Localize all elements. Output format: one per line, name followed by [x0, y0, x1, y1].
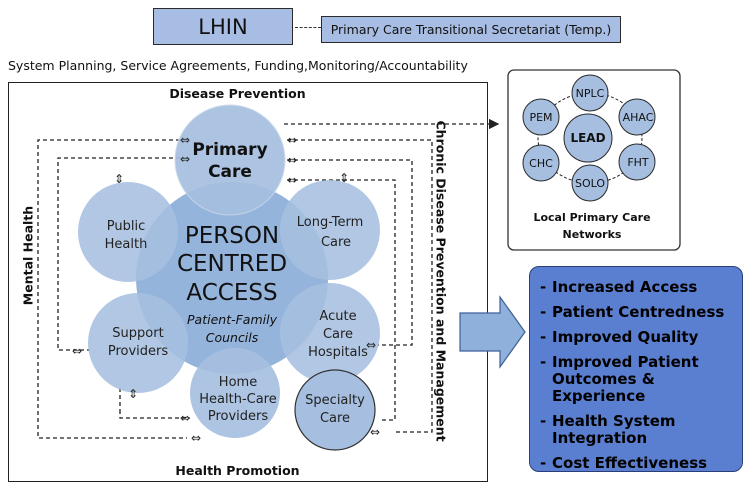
horizontal-arrow-icon: ⇔ — [72, 344, 82, 358]
primary-care-circle — [174, 104, 286, 216]
primary-care-label-1: Primary — [192, 140, 267, 160]
dashed-connectors — [37, 118, 500, 439]
acute-care-label-1: Acute — [319, 309, 356, 324]
acute-care-circle — [280, 283, 380, 383]
center-title-3: ACCESS — [186, 280, 277, 306]
center-subtitle-2: Councils — [206, 330, 259, 345]
vertical-arrow-icon: ⇕ — [128, 387, 138, 401]
horizontal-arrow-icon: ⇔ — [180, 133, 190, 147]
lead-circle — [563, 113, 613, 163]
center-title-1: PERSON — [185, 223, 279, 249]
outcomes-arrow-icon — [459, 295, 526, 369]
horizontal-arrow-icon: ⇔ — [287, 133, 297, 147]
fht-label: FHT — [627, 156, 649, 169]
center-title-2: CENTRED — [177, 251, 287, 277]
system-planning-line: System Planning, Service Agreements, Fun… — [8, 58, 468, 73]
health-promotion-label: Health Promotion — [175, 463, 300, 478]
primary-care-label-2: Care — [208, 162, 252, 182]
home-health-circle — [190, 348, 280, 438]
arrow-glyphs: ⇔ ⇔ ⇔ ⇔ ⇔ ⇔ ⇔ ⇔ ⇔ ⇔ ⇕ ⇕ ⇕ — [72, 133, 380, 445]
horizontal-arrow-icon: ⇔ — [366, 338, 376, 352]
outcome-item: Increased Access — [540, 279, 738, 297]
support-providers-circle — [88, 293, 188, 393]
center-subtitle-1: Patient-Family — [187, 312, 278, 327]
outcome-item: Health System Integration — [540, 413, 738, 447]
horizontal-arrow-icon: ⇔ — [180, 152, 190, 166]
horizontal-arrow-icon: ⇔ — [287, 153, 297, 167]
specialty-care-label-1: Specialty — [305, 393, 365, 408]
home-health-label-1: Home — [219, 375, 257, 390]
chc-label: CHC — [529, 157, 553, 170]
home-health-label-3: Providers — [208, 409, 269, 424]
lhin-secretariat-connector — [295, 27, 321, 28]
public-health-label-1: Public — [107, 219, 145, 234]
ahac-circle — [618, 98, 656, 136]
outcome-item: Cost Effectiveness — [540, 455, 738, 473]
secretariat-label: Primary Care Transitional Secretariat (T… — [330, 22, 612, 37]
vertical-arrow-icon: ⇕ — [339, 171, 349, 185]
solo-label: SOLO — [575, 177, 605, 190]
public-health-label-2: Health — [105, 237, 148, 252]
network-caption-1: Local Primary Care — [533, 211, 650, 224]
specialty-care-label-2: Care — [320, 411, 350, 426]
specialty-care-circle — [294, 369, 376, 451]
horizontal-arrow-icon: ⇔ — [287, 173, 297, 187]
chc-circle — [522, 144, 560, 182]
home-health-label-2: Health-Care — [199, 392, 276, 407]
network-circles — [522, 74, 656, 202]
long-term-care-circle — [280, 180, 380, 280]
horizontal-arrow-icon: ⇔ — [191, 431, 201, 445]
outcome-item: Patient Centredness — [540, 304, 738, 322]
outcome-item: Improved Quality — [540, 329, 738, 347]
lhin-box: LHIN — [153, 8, 293, 45]
ahac-label: AHAC — [623, 111, 654, 124]
fht-circle — [618, 143, 656, 181]
horizontal-arrow-icon: ⇔ — [180, 411, 190, 425]
acute-care-label-3: Hospitals — [308, 345, 368, 360]
lead-label: LEAD — [570, 131, 605, 145]
vertical-arrow-icon: ⇕ — [114, 172, 124, 186]
secretariat-box: Primary Care Transitional Secretariat (T… — [321, 16, 621, 43]
long-term-care-label-1: Long-Term — [297, 215, 363, 230]
support-providers-label-2: Providers — [108, 344, 169, 359]
outcomes-box: Increased Access Patient Centredness Imp… — [529, 266, 743, 472]
nplc-label: NPLC — [576, 87, 605, 100]
disease-prevention-label: Disease Prevention — [169, 86, 306, 101]
network-caption-2: Networks — [563, 228, 622, 241]
acute-care-label-2: Care — [323, 327, 353, 342]
horizontal-arrow-icon: ⇔ — [370, 425, 380, 439]
outcomes-list: Increased Access Patient Centredness Imp… — [540, 279, 738, 473]
outcome-item: Improved Patient Outcomes & Experience — [540, 354, 738, 405]
public-health-circle — [78, 182, 178, 282]
pem-circle — [522, 98, 560, 136]
support-providers-label-1: Support — [112, 326, 163, 341]
long-term-care-label-2: Care — [321, 235, 351, 250]
pem-label: PEM — [529, 111, 552, 124]
lhin-label: LHIN — [198, 14, 248, 39]
main-frame — [8, 82, 488, 482]
nplc-circle — [571, 74, 609, 112]
solo-circle — [571, 164, 609, 202]
